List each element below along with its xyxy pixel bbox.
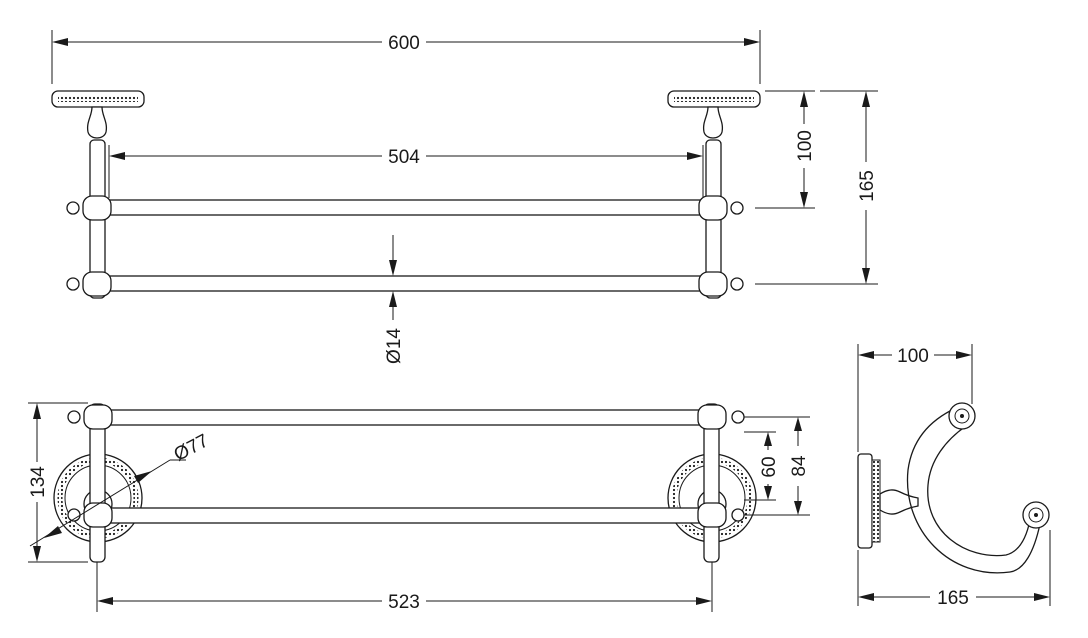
top-view-rail [51, 90, 761, 299]
front-right-lower-knuckle [697, 502, 727, 528]
front-left-lower-knuckle [83, 502, 113, 528]
hook-side-view [857, 402, 1050, 574]
left-upper-finial [66, 201, 80, 215]
right-lower-finial [730, 277, 744, 291]
front-lower-bar [95, 507, 711, 524]
front-left-upper-knuckle [83, 404, 113, 430]
hook-plate-bead [871, 459, 881, 543]
left-lower-finial [66, 277, 80, 291]
dimension-label-hook-165: 165 [937, 588, 969, 609]
hook-lower-terminal-dot [1034, 513, 1038, 517]
dimension-100-vertical: 100 [755, 90, 816, 209]
right-upper-finial [730, 201, 744, 215]
hook-lower-terminal-ring [1028, 507, 1044, 523]
dimension-label-165: 165 [857, 170, 878, 202]
left-plate-bead [58, 96, 138, 102]
hook-upper-terminal-dot [960, 414, 964, 418]
lower-bar [95, 275, 717, 292]
front-right-lower-finial [731, 508, 745, 522]
dimension-label-134: 134 [28, 466, 49, 498]
hook-arm-inner [927, 425, 1031, 557]
dimension-label-hook-100: 100 [897, 346, 929, 367]
left-neck [86, 106, 108, 139]
dimension-label-84: 84 [789, 455, 810, 477]
upper-bar [95, 199, 717, 216]
hook-wall-plate [857, 453, 873, 549]
right-plate-bead [674, 96, 754, 102]
front-view-rail [53, 403, 757, 563]
hook-upper-terminal-ring [954, 408, 970, 424]
left-upper-knuckle [82, 195, 112, 221]
front-right-upper-knuckle [697, 404, 727, 430]
dimension-60-vertical: 60 [744, 431, 780, 501]
front-right-upper-finial [731, 410, 745, 424]
dimension-165-hook: 165 [857, 530, 1051, 609]
dimension-label-600: 600 [388, 33, 420, 54]
dimension-label-523: 523 [388, 592, 420, 613]
front-left-upper-finial [67, 410, 81, 424]
dimension-label-504: 504 [388, 147, 420, 168]
right-neck [702, 106, 724, 139]
left-lower-knuckle [82, 271, 112, 297]
dimension-84-vertical: 84 [744, 416, 810, 516]
dimension-label-diameter-77: Ø77 [171, 430, 213, 465]
right-upper-knuckle [698, 195, 728, 221]
dimension-523: 523 [96, 562, 713, 613]
dimension-504: 504 [108, 145, 704, 198]
dimension-diameter-14: Ø14 [384, 235, 405, 364]
right-lower-knuckle [698, 271, 728, 297]
dimension-600: 600 [51, 30, 761, 84]
hook-arm-outer [906, 407, 1041, 574]
dimension-100-hook: 100 [857, 344, 973, 452]
dimension-165-vertical: 165 [755, 90, 878, 285]
dimension-134-vertical: 134 [28, 402, 88, 563]
front-upper-bar [95, 409, 711, 426]
dimension-label-diameter-14: Ø14 [384, 328, 405, 364]
dimension-label-60: 60 [759, 456, 780, 477]
dimension-label-100: 100 [795, 130, 816, 162]
